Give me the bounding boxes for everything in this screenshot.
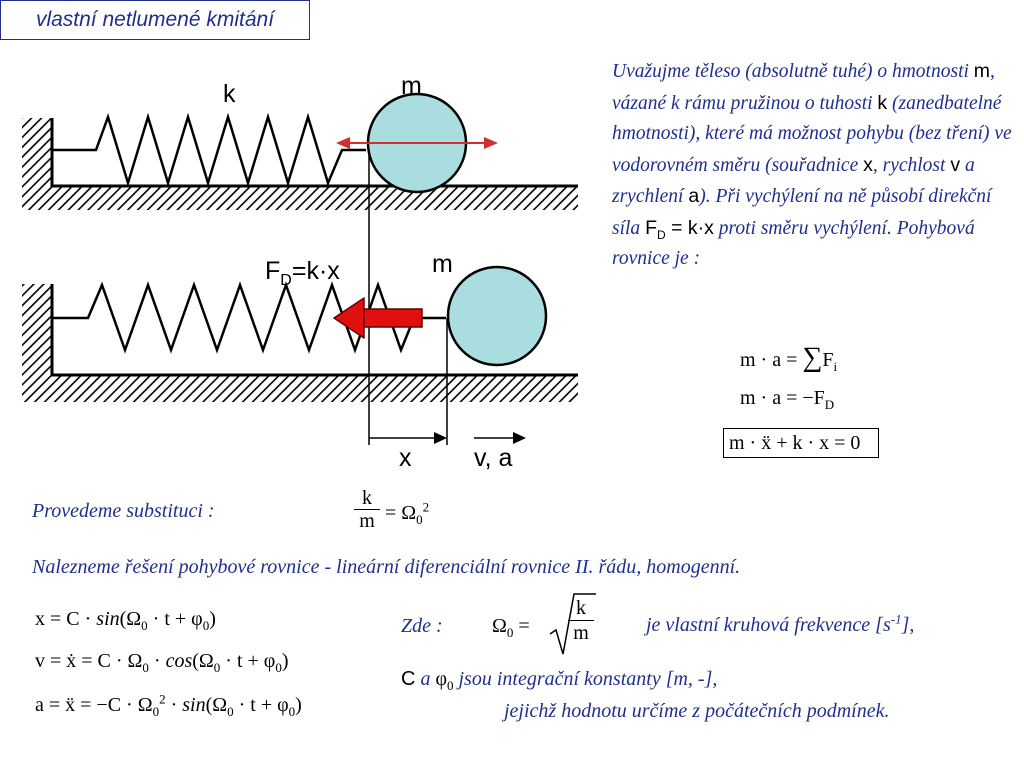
constants-description-line2: jejichž hodnotu určíme z počátečních pod… bbox=[504, 700, 890, 722]
description-paragraph: Uvažujme těleso (absolutně tuhé) o hmotn… bbox=[612, 60, 1012, 269]
velocity-acceleration-arrow bbox=[474, 432, 526, 444]
solution-displacement: x = C · sin(Ω0 · t + φ0) bbox=[35, 608, 216, 633]
spring-top bbox=[52, 112, 366, 188]
restoring-force-arrow bbox=[333, 297, 423, 339]
substitution-label: Provedeme substituci : bbox=[32, 500, 215, 522]
omega-lhs: Ω0 = bbox=[492, 615, 530, 640]
velocity-acceleration-label: v, a bbox=[474, 444, 513, 472]
frame-outline-bottom bbox=[50, 284, 578, 377]
substitution-numerator: k bbox=[362, 487, 372, 509]
substitution-denominator: m bbox=[354, 509, 380, 532]
floor-hatch-top bbox=[22, 186, 578, 210]
substitution-fraction: k m bbox=[354, 487, 380, 532]
substitution-rhs: = Ω02 bbox=[385, 499, 430, 527]
slide-title: vlastní netlumené kmitání bbox=[0, 0, 310, 40]
square-root-sign bbox=[549, 593, 596, 655]
omega-fraction: k m bbox=[568, 596, 594, 645]
mass-bottom bbox=[446, 265, 548, 367]
spring-constant-label: k bbox=[223, 80, 236, 108]
force-label: FD=k·x bbox=[265, 257, 340, 289]
equation-newton-direct: m · a = −FD bbox=[740, 387, 835, 412]
omega-description: je vlastní kruhová frekvence [s-1], bbox=[646, 611, 915, 636]
constants-description: C a φ0 jsou integrační konstanty [m, -], bbox=[401, 668, 718, 693]
solution-velocity: v = ẋ = C · Ω0 · cos(Ω0 · t + φ0) bbox=[35, 650, 289, 675]
mass-label-top: m bbox=[401, 72, 422, 100]
floor-hatch-bottom bbox=[22, 375, 578, 402]
displacement-dimension-arrow bbox=[369, 432, 447, 444]
spring-mass-diagram bbox=[22, 92, 578, 445]
displacement-label: x bbox=[399, 444, 412, 472]
equation-motion-boxed: m · ẍ + k · x = 0 bbox=[723, 428, 879, 458]
solution-acceleration: a = ẍ = −C · Ω02 · sin(Ω0 · t + φ0) bbox=[35, 691, 302, 719]
spring-bottom bbox=[52, 281, 446, 354]
omega-denominator: m bbox=[568, 620, 594, 645]
omega-numerator: k bbox=[576, 597, 586, 619]
motion-double-arrow bbox=[336, 137, 498, 149]
zde-label: Zde : bbox=[401, 615, 443, 637]
solution-label: Nalezneme řešení pohybové rovnice - line… bbox=[32, 556, 741, 578]
equation-newton-sum: m · a = ∑Fi bbox=[740, 342, 838, 374]
mass-label-bottom: m bbox=[432, 250, 453, 278]
